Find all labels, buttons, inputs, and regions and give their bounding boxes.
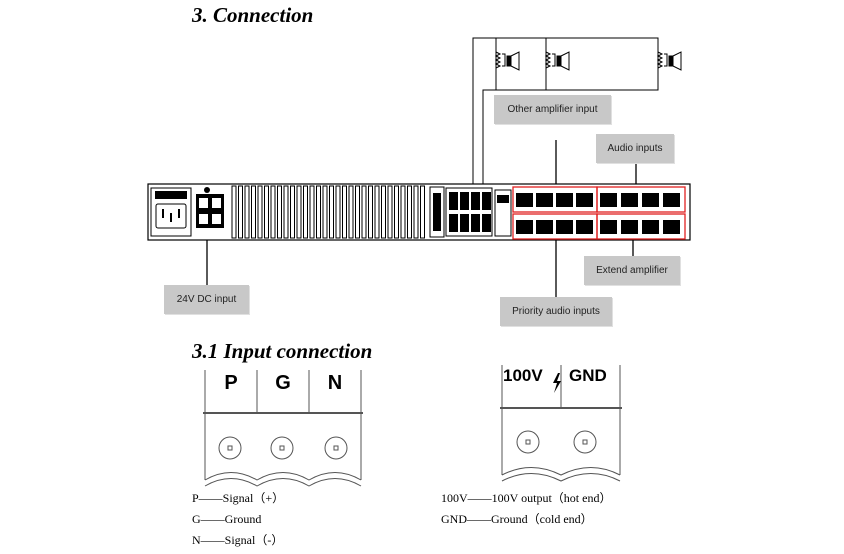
input-terminal <box>663 220 680 234</box>
heatsink-fin <box>303 185 308 239</box>
pin-label: N <box>327 372 343 394</box>
heatsink-fin <box>251 185 256 239</box>
heatsink-fin <box>257 185 263 239</box>
heatsink-fin <box>420 185 425 239</box>
connection-diagram <box>147 37 691 298</box>
heatsink-fin <box>355 185 360 239</box>
input-terminal <box>600 193 617 207</box>
input-terminal <box>621 193 638 207</box>
heatsink-fin <box>277 185 282 239</box>
output-terminal <box>449 214 458 232</box>
heatsink-fin <box>342 185 347 239</box>
heatsink-fin <box>238 185 243 239</box>
speaker-icon <box>656 51 682 71</box>
pin-label-100v: 100V <box>503 366 543 385</box>
output-terminal <box>482 214 491 232</box>
speaker-icon <box>544 51 570 71</box>
heatsink-fin <box>348 185 354 239</box>
output-terminal <box>471 192 480 210</box>
input-terminal <box>576 220 593 234</box>
legend-item: GND——Ground（cold end） <box>441 512 593 526</box>
input-terminal <box>642 220 659 234</box>
output-terminal <box>482 192 491 210</box>
100v-gnd-terminal <box>500 365 622 482</box>
heatsink-fin <box>394 185 399 239</box>
legend-item: P——Signal（+） <box>192 491 285 505</box>
heatsink-fin <box>309 185 315 239</box>
input-terminal <box>663 193 680 207</box>
input-terminal <box>556 220 573 234</box>
amplifier-rear-panel <box>147 183 691 241</box>
input-terminal <box>536 220 553 234</box>
heatsink <box>231 185 425 239</box>
pgn-pin-labels: P G N <box>205 372 361 395</box>
heatsink-fin <box>322 185 328 239</box>
legend-item: N——Signal（-） <box>192 533 284 547</box>
callout-24v-dc-input: 24V DC input <box>164 285 249 314</box>
heatsink-fin <box>316 185 321 239</box>
heatsink-fin <box>244 185 250 239</box>
speaker-icon <box>494 51 520 71</box>
heatsink-fin <box>400 185 406 239</box>
lightning-icon <box>553 373 561 393</box>
legend-item: 100V——100V output（hot end） <box>441 491 612 505</box>
audio-highlight <box>596 186 686 213</box>
input-terminal <box>576 193 593 207</box>
heatsink-fin <box>296 185 302 239</box>
input-terminal <box>621 220 638 234</box>
output-terminal <box>471 214 480 232</box>
pin-label: G <box>275 372 291 394</box>
output-terminal <box>449 192 458 210</box>
output-terminal <box>460 192 469 210</box>
heatsink-fin <box>329 185 334 239</box>
callout-extend-amplifier: Extend amplifier <box>584 256 680 285</box>
heatsink-fin <box>374 185 380 239</box>
subsection-title: 3.1 Input connection <box>192 339 373 363</box>
heatsink-fin <box>387 185 393 239</box>
heatsink-fin <box>361 185 367 239</box>
heatsink-fin <box>270 185 276 239</box>
input-terminal <box>536 193 553 207</box>
heatsink-fin <box>407 185 412 239</box>
heatsink-fin <box>335 185 341 239</box>
callout-priority-audio-inputs: Priority audio inputs <box>500 297 612 326</box>
pin-label-gnd: GND <box>569 366 607 385</box>
section-title: 3. Connection <box>192 3 314 27</box>
heatsink-fin <box>283 185 289 239</box>
input-terminal <box>600 220 617 234</box>
input-terminal <box>556 193 573 207</box>
heatsink-fin <box>290 185 295 239</box>
output-terminal <box>460 214 469 232</box>
pgn-terminal <box>203 370 363 487</box>
callout-audio-inputs: Audio inputs <box>596 134 674 163</box>
heatsink-fin <box>381 185 386 239</box>
pgn-legend: P——Signal（+） G——Ground N——Signal（-） <box>192 488 284 551</box>
input-terminal <box>516 220 533 234</box>
input-terminal <box>516 193 533 207</box>
input-terminal <box>642 193 659 207</box>
heatsink-fin <box>264 185 269 239</box>
pin-label: P <box>224 372 238 394</box>
callout-other-amplifier-input: Other amplifier input <box>494 95 611 124</box>
legend-item: G——Ground <box>192 512 262 526</box>
heatsink-fin <box>413 185 419 239</box>
heatsink-fin <box>368 185 373 239</box>
heatsink-fin <box>231 185 237 239</box>
100v-gnd-legend: 100V——100V output（hot end） GND——Ground（c… <box>441 488 611 530</box>
